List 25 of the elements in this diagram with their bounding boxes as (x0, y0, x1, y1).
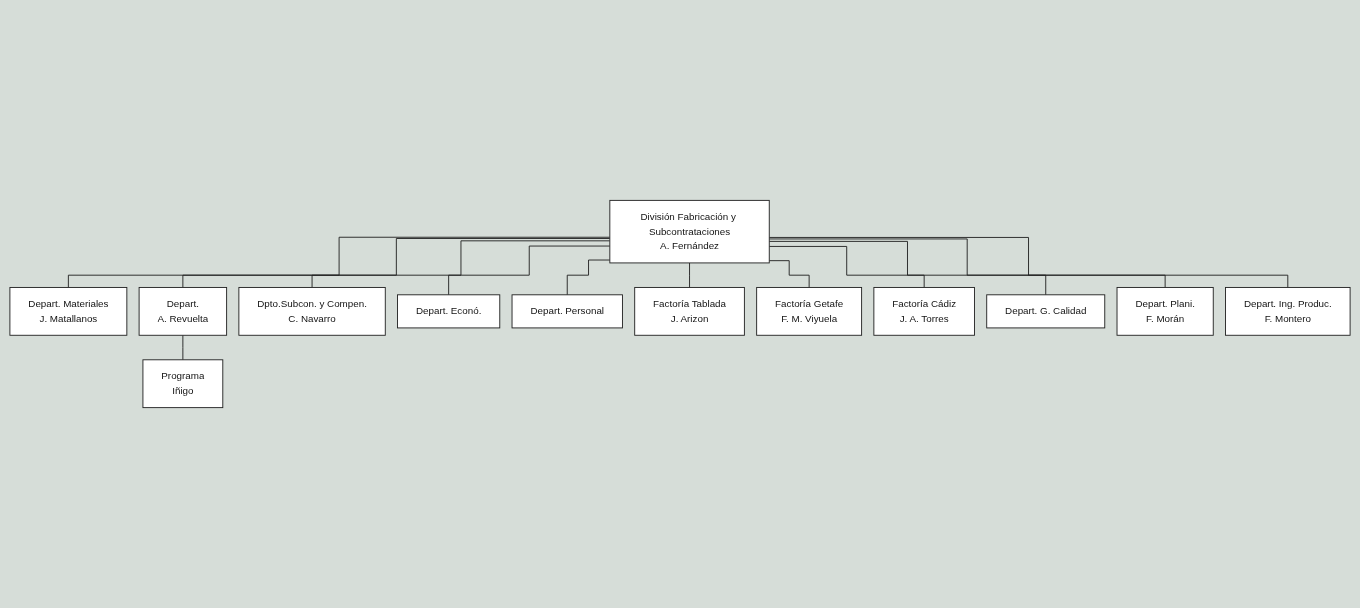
connector (689, 262, 690, 288)
node-box: Depart. G. Calidad (986, 294, 1106, 329)
node-box: Factoría Tablada J. Arizon (634, 287, 745, 336)
node-box: Factoría Getafe F. M. Viyuela (756, 287, 863, 336)
node-box: Factoría Cádiz J. A. Torres (873, 287, 975, 336)
node-box: Depart. Materiales J. Matallanos (9, 287, 128, 336)
node-box: División Fabricación y Subcontrataciones A. Fernández (609, 199, 770, 264)
node-box: Dpto.Subcon. y Compen. C. Navarro (238, 287, 386, 336)
connector (768, 246, 925, 288)
connector (768, 238, 1166, 288)
connector (768, 240, 1047, 296)
node-box: Depart. Plani. F. Morán (1116, 287, 1214, 336)
connector (182, 334, 184, 361)
connector (768, 260, 810, 288)
connector (67, 236, 611, 288)
node-box: Depart. A. Revuelta (138, 287, 228, 336)
node-box: Depart. Econó. (397, 294, 501, 329)
connector (311, 240, 611, 288)
connector (566, 259, 611, 296)
node-box: Programa Iñigo (142, 359, 224, 409)
connector (448, 245, 611, 296)
node-box: Depart. Ing. Produc. F. Montero (1225, 287, 1351, 336)
connector (182, 238, 611, 288)
connector (768, 237, 1289, 288)
node-box: Depart. Personal (511, 294, 623, 329)
